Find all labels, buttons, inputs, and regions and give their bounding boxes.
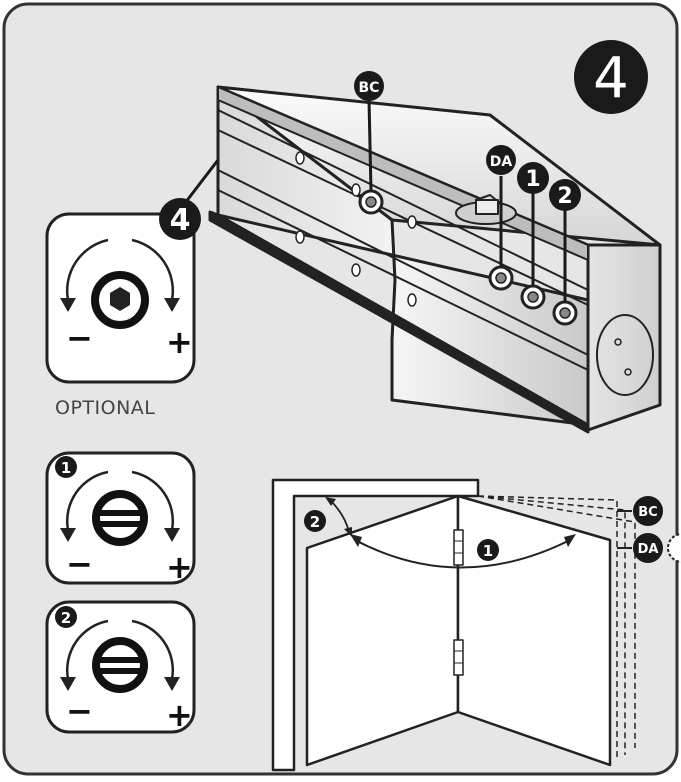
badge-da: DA: [486, 145, 516, 175]
valve-bc-screw: [358, 189, 384, 215]
rotate-arrow-icon: [60, 238, 180, 312]
optional-label: OPTIONAL: [55, 397, 156, 419]
valve-1-screw: [520, 284, 546, 310]
badge-valve-2: 2: [61, 609, 71, 627]
svg-text:2: 2: [557, 184, 572, 209]
adjust-callout: 4: [170, 203, 191, 238]
svg-text:BC: BC: [359, 80, 380, 96]
door-swing-diagram: [271, 478, 636, 772]
hex-adjust-screw-icon: [91, 271, 149, 329]
slot-screw-icon: [92, 490, 148, 546]
arc-2-label: 2: [310, 513, 320, 531]
step-number: 4: [593, 46, 629, 111]
door-closer-body: [208, 85, 662, 434]
badge-arc-2: [304, 510, 326, 532]
plus-symbol: +: [166, 323, 193, 361]
minus-symbol: −: [66, 692, 93, 730]
svg-text:1: 1: [525, 167, 540, 192]
step-badge: 4: [574, 40, 648, 114]
optional-adjuster-panel: − + 4: [45, 198, 201, 384]
valve-2-adjuster-panel: − + 2: [45, 600, 196, 734]
badge-1: 1: [517, 162, 549, 194]
svg-text:DA: DA: [638, 542, 659, 557]
badge-2: 2: [549, 179, 581, 211]
badge-bc: BC: [354, 71, 384, 101]
valve-2-screw: [552, 300, 578, 326]
plus-symbol: +: [166, 696, 193, 734]
valve-callouts: [180, 99, 567, 302]
badge-arc-1: [477, 539, 499, 561]
arc-1-label: 1: [483, 542, 493, 560]
plus-symbol: +: [166, 548, 193, 586]
badge-zone-da: [633, 533, 663, 563]
slot-screw-icon: [92, 637, 148, 693]
door-swing-icon: [350, 534, 576, 569]
timer-dial-icon: [667, 533, 681, 563]
latch-arc: [325, 497, 352, 537]
minus-symbol: −: [66, 319, 93, 357]
valve-da-screw: [488, 265, 514, 291]
svg-text:DA: DA: [490, 154, 513, 170]
badge-zone-bc: [633, 496, 663, 526]
badge-valve-1: 1: [61, 459, 71, 477]
rotate-arrow-icon: [60, 470, 180, 542]
valve-1-adjuster-panel: − + 1: [45, 451, 196, 586]
minus-symbol: −: [66, 545, 93, 583]
svg-text:BC: BC: [638, 505, 657, 520]
rotate-arrow-icon: [60, 619, 180, 691]
